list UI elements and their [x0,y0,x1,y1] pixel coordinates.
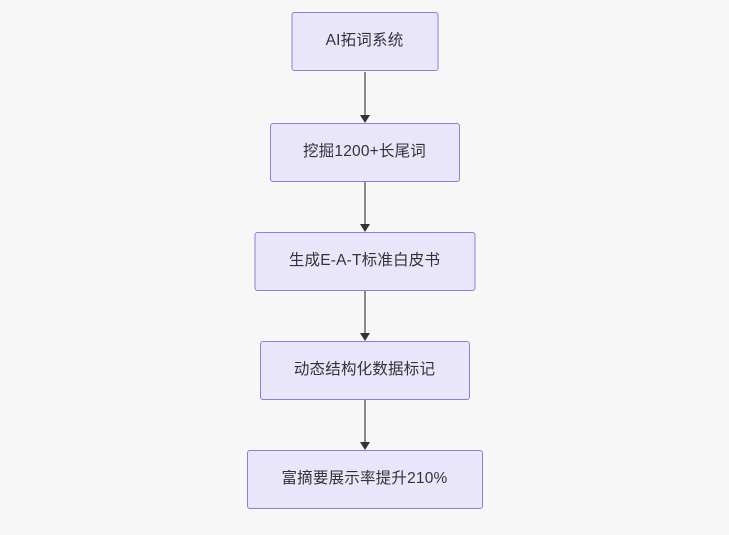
flowchart-node-ai-keyword-system[interactable]: AI拓词系统 [291,12,438,71]
node-label: 挖掘1200+长尾词 [302,143,427,161]
arrow-head-icon [359,224,370,232]
flowchart-node-rich-snippet-result[interactable]: 富摘要展示率提升210% [246,450,483,509]
flowchart-edge-3 [357,400,373,450]
flowchart-node-dynamic-structured-data[interactable]: 动态结构化数据标记 [259,341,470,400]
arrow-head-icon [359,333,370,341]
flowchart-edge-2 [357,291,373,341]
edge-line [363,291,366,333]
edge-line [363,182,366,224]
node-label: 生成E-A-T标准白皮书 [288,252,441,270]
edge-line [363,400,366,442]
arrow-head-icon [359,115,370,123]
arrow-head-icon [359,442,370,450]
flowchart-edge-1 [357,182,373,232]
flowchart-node-mine-longtail[interactable]: 挖掘1200+长尾词 [269,123,460,182]
flowchart-edge-0 [357,72,373,123]
node-label: 富摘要展示率提升210% [281,470,448,488]
flowchart-node-generate-eat-whitepaper[interactable]: 生成E-A-T标准白皮书 [254,232,475,291]
node-label: AI拓词系统 [325,32,404,50]
edge-line [363,72,366,115]
node-label: 动态结构化数据标记 [293,361,436,379]
